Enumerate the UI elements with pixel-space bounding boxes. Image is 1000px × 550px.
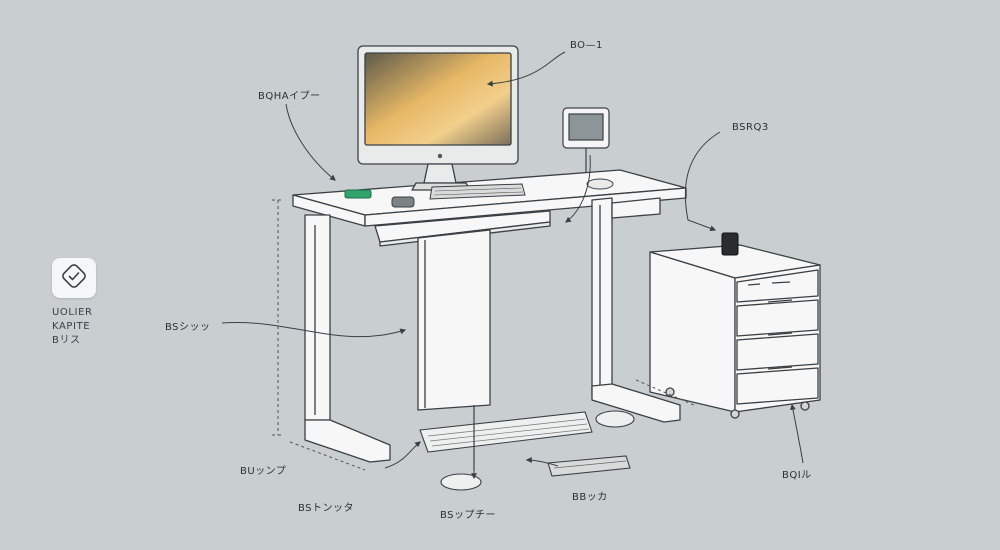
arrow-wheel bbox=[789, 403, 804, 464]
small-keyboard bbox=[547, 455, 631, 477]
cabinet-drawer-3 bbox=[736, 333, 819, 371]
label-desk-foot: BUッンプ bbox=[240, 466, 287, 477]
desk-left-leg bbox=[304, 214, 331, 421]
label-cabinet-top: BSRQ3 bbox=[732, 122, 769, 133]
label-monitor: BO—1 bbox=[570, 40, 603, 51]
filing-cabinet bbox=[649, 244, 821, 419]
desk-phone bbox=[391, 196, 415, 208]
brand-line-3: Bリス bbox=[52, 335, 81, 346]
floor-keyboard bbox=[419, 411, 593, 453]
cabinet-drawer-4 bbox=[736, 367, 819, 405]
desk-center-column bbox=[417, 229, 491, 411]
monitor-screen bbox=[364, 52, 512, 146]
floor-mouse-right bbox=[595, 410, 635, 428]
brand-line-1: UOLIER bbox=[52, 307, 93, 318]
desk-right-foot bbox=[591, 383, 681, 423]
arrow-cabinet bbox=[684, 131, 721, 232]
desk-mouse bbox=[586, 178, 614, 190]
arrow-small-keyboard bbox=[525, 457, 559, 467]
tablet-on-stand bbox=[562, 107, 610, 172]
floor-dimension bbox=[635, 379, 697, 407]
cabinet-drawer-1 bbox=[736, 269, 819, 303]
check-badge-icon bbox=[61, 263, 87, 293]
desk-top-side-edge bbox=[364, 187, 687, 227]
floor-mouse bbox=[440, 473, 482, 491]
arrow-tablet bbox=[565, 154, 591, 223]
label-small-keyboard: BBッカ bbox=[572, 492, 608, 503]
apple-logo-icon bbox=[437, 153, 443, 159]
label-desk-surface: BQHAイプー bbox=[258, 91, 321, 102]
black-cup bbox=[721, 232, 739, 256]
desk-left-foot bbox=[304, 419, 391, 463]
cabinet-drawer-2 bbox=[736, 299, 819, 337]
label-floor-cable: BSトンッタ bbox=[298, 503, 355, 514]
arrow-monitor bbox=[486, 51, 566, 87]
callout-arrows bbox=[221, 51, 804, 480]
brand-logo bbox=[52, 258, 96, 298]
brand-text: UOLIER KAPITE Bリス bbox=[52, 306, 93, 348]
monitor bbox=[357, 45, 519, 191]
height-dimension-line bbox=[272, 199, 366, 471]
desk-right-leg bbox=[591, 197, 613, 395]
brand-line-2: KAPITE bbox=[52, 321, 91, 332]
label-mouse-floor: BSップチー bbox=[440, 510, 497, 521]
monitor-stand bbox=[423, 163, 457, 184]
green-accessory bbox=[344, 189, 372, 199]
arrow-foot bbox=[384, 441, 421, 469]
label-cabinet-wheel: BQIル bbox=[782, 470, 812, 481]
arrow-desk-surface bbox=[285, 103, 336, 181]
arrow-column bbox=[221, 321, 407, 338]
label-desk-column: BSシッッ bbox=[165, 322, 211, 333]
desk-keyboard bbox=[429, 183, 526, 200]
